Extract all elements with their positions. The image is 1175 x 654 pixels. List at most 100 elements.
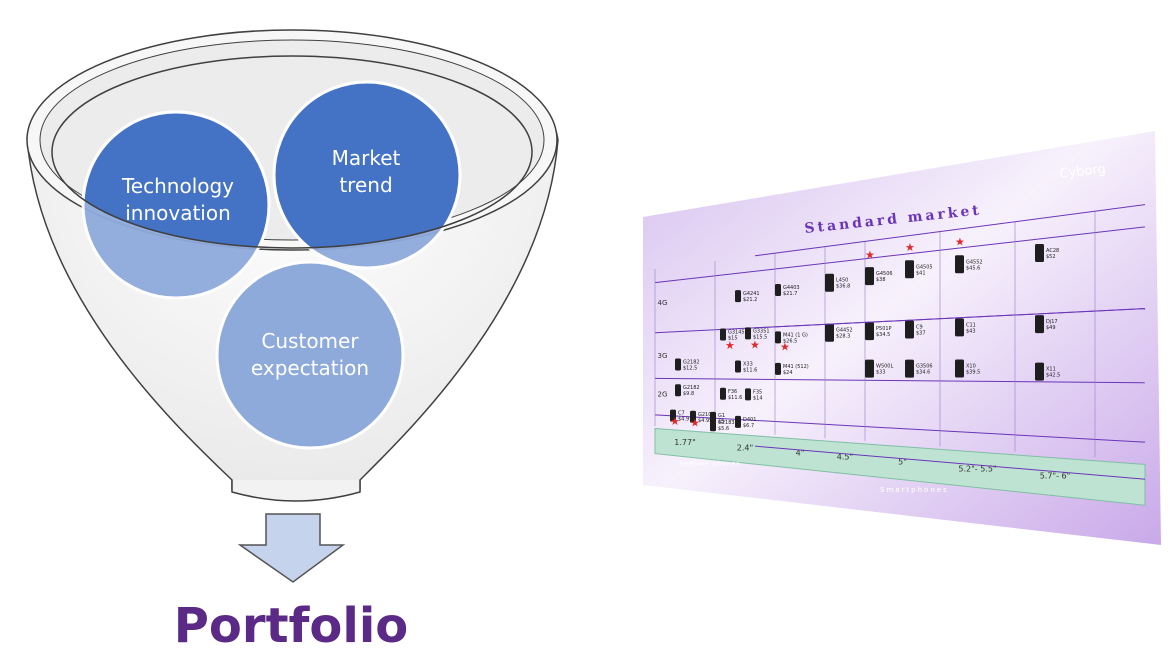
row-label: 2G <box>658 391 668 399</box>
star-icon: ★ <box>690 416 700 429</box>
phone-image <box>1035 362 1044 381</box>
row-label: 3G <box>658 352 668 360</box>
phone-image <box>905 359 914 378</box>
phone-price: $24 <box>783 370 793 376</box>
star-icon: ★ <box>750 339 760 352</box>
phone-price: $28.3 <box>836 334 850 340</box>
phone-model: X11 <box>1046 367 1056 373</box>
phone-model: G2182 <box>683 360 700 366</box>
phone-model: C7 <box>678 411 685 417</box>
phone-model: C11 <box>966 322 976 328</box>
phone-model: M41 (1 G) <box>783 332 808 338</box>
market-trend-label: Market trend <box>332 145 401 199</box>
star-icon: ★ <box>955 235 965 248</box>
phone-price: $9.8 <box>683 391 694 397</box>
phone-model: G3506 <box>916 364 933 370</box>
grid-row-line <box>654 226 1146 284</box>
phone-price: $5 <box>718 419 724 425</box>
phone-image <box>735 360 741 373</box>
phone-price: $39.5 <box>966 369 980 375</box>
phone-model: X33 <box>743 362 753 368</box>
phone-image <box>675 358 681 371</box>
phone-model: G4403 <box>783 285 800 291</box>
phone-model: G1 <box>718 413 725 419</box>
phone-price: $49 <box>1046 325 1056 331</box>
phone-model: G4241 <box>743 291 760 297</box>
phone-price: $21.7 <box>783 291 797 297</box>
market-line1: Market <box>331 146 401 170</box>
screen-size-label: 1.77" <box>674 438 696 447</box>
phone-image <box>710 419 716 432</box>
phone-model: G4552 <box>966 259 983 265</box>
phone-image <box>825 273 834 292</box>
row-label: 4G <box>658 299 668 307</box>
phone-image <box>955 359 964 378</box>
phone-image <box>775 331 781 344</box>
phone-model: G3145 <box>728 329 745 335</box>
phone-model: G3351 <box>753 328 770 334</box>
brand-logo: Cyborg <box>1059 162 1107 182</box>
customer-line2: expectation <box>250 356 370 380</box>
phone-price: $6.7 <box>743 423 754 429</box>
phone-price: $43 <box>966 328 976 334</box>
phone-price: $15 <box>728 335 738 341</box>
phone-model: AC28 <box>1046 248 1059 254</box>
phone-image <box>690 410 696 423</box>
phone-image <box>865 322 874 341</box>
phone-price: $26.5 <box>783 338 797 344</box>
smartphones-label: Smartphones <box>880 486 949 494</box>
screen-size-label: 4" <box>796 448 805 457</box>
axis-arrow-line <box>754 308 1146 329</box>
phone-image <box>675 384 681 397</box>
market-line2: trend <box>339 173 393 197</box>
star-icon: ★ <box>670 415 680 428</box>
phone-price: $21.2 <box>743 297 757 303</box>
phone-model: Dj17 <box>1046 319 1058 325</box>
phone-image <box>735 290 741 303</box>
star-icon: ★ <box>865 249 875 262</box>
screen-size-label: 5.7"- 6" <box>1040 472 1071 481</box>
technology-line1: Technology <box>121 174 235 198</box>
phone-model: L450 <box>836 278 848 284</box>
customer-line1: Customer <box>261 329 359 353</box>
star-icon: ★ <box>780 340 790 353</box>
phone-price: $5.6 <box>718 426 729 432</box>
phone-price: $37 <box>916 330 926 336</box>
phone-price: $33 <box>876 370 886 376</box>
grid-row-line <box>654 377 1146 384</box>
phone-model: G4506 <box>876 271 893 277</box>
phone-model: W500L <box>876 364 893 370</box>
phone-image <box>735 415 741 428</box>
funnel-spout <box>231 480 361 502</box>
phone-model: G2183 <box>718 420 735 426</box>
phone-price: $34.6 <box>916 370 930 376</box>
star-icon: ★ <box>725 339 735 352</box>
phone-image <box>865 267 874 286</box>
phone-price: $41 <box>916 270 926 276</box>
phone-model: P501P <box>876 326 892 332</box>
screen-size-label: 5.2"- 5.5" <box>958 464 996 473</box>
screen-size-label: 2.4" <box>737 443 753 452</box>
phone-model: C9 <box>916 324 923 330</box>
phone-price: $11.6 <box>743 368 757 374</box>
axis-arrow-line <box>754 204 1146 257</box>
phone-image <box>905 260 914 279</box>
phone-price: $12.5 <box>683 366 697 372</box>
phone-price: $38 <box>876 277 886 283</box>
phone-image <box>745 388 751 401</box>
phone-price: $4.95 <box>698 418 712 424</box>
portfolio-title: Portfolio <box>173 598 409 654</box>
phone-model: G4452 <box>836 328 853 334</box>
screen-size-label: 5" <box>898 458 907 467</box>
market-circle <box>272 80 462 248</box>
phone-price: $14 <box>753 395 763 401</box>
slide-canvas: Standard marketCyborg4G3G2G1.77"2.4"4"4.… <box>643 131 1161 545</box>
phone-price: $52 <box>1046 254 1056 260</box>
star-icon: ★ <box>905 241 915 254</box>
phone-price: $36.8 <box>836 284 850 290</box>
phone-image <box>825 323 834 342</box>
phone-model: D401 <box>743 417 756 423</box>
down-arrow <box>237 513 346 583</box>
phone-image <box>720 387 726 400</box>
